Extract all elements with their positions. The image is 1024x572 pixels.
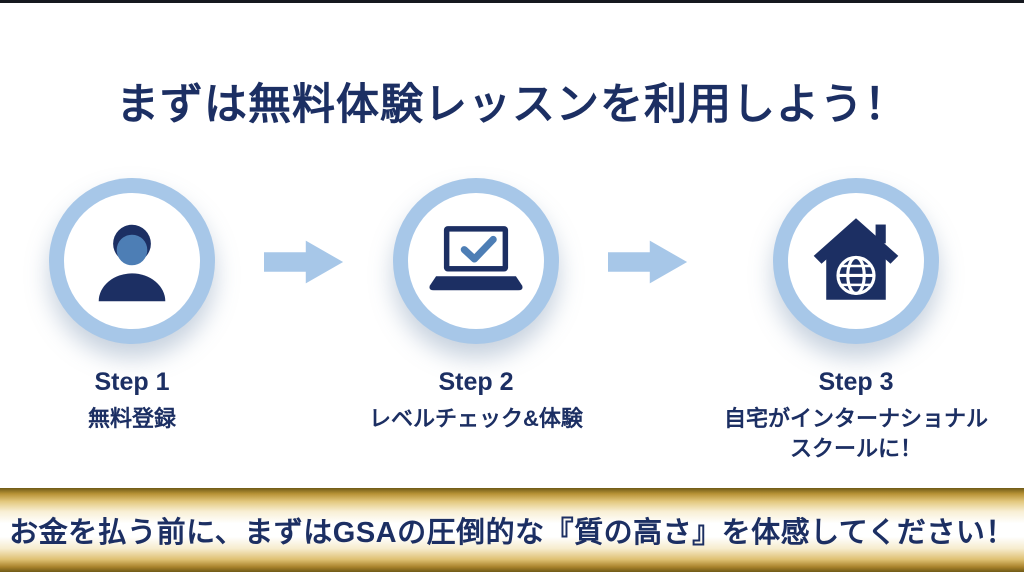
steps-row: Step 1 無料登録	[0, 178, 1024, 463]
step-3-number: Step 3	[818, 368, 894, 396]
bottom-banner: お金を払う前に、まずはGSAの圧倒的な『質の高さ』を体感してください！	[0, 488, 1024, 572]
banner-text: お金を払う前に、まずはGSAの圧倒的な『質の高さ』を体感してください！	[9, 517, 1015, 549]
step-3-circle	[773, 178, 939, 344]
step-2-label: レベルチェック&体験	[369, 406, 583, 431]
arrow-right-icon	[261, 235, 347, 289]
step-3: Step 3 自宅がインターナショナル スクールに！	[691, 178, 1021, 463]
step-1-number: Step 1	[94, 368, 170, 396]
top-edge-line	[0, 0, 1024, 3]
step-1: Step 1 無料登録	[3, 178, 261, 434]
arrow-right-icon	[605, 235, 691, 289]
step-2-number: Step 2	[438, 368, 514, 396]
step-2-circle	[393, 178, 559, 344]
step-1-label: 無料登録	[87, 406, 176, 431]
step-1-circle	[49, 178, 215, 344]
laptop-check-icon	[425, 223, 527, 300]
step-3-label: 自宅がインターナショナル スクールに！	[723, 406, 988, 461]
step-2: Step 2 レベルチェック&体験	[347, 178, 605, 434]
person-icon	[87, 214, 177, 309]
house-globe-icon	[809, 215, 903, 308]
page-title: まずは無料体験レッスンを利用しよう！	[116, 81, 908, 129]
